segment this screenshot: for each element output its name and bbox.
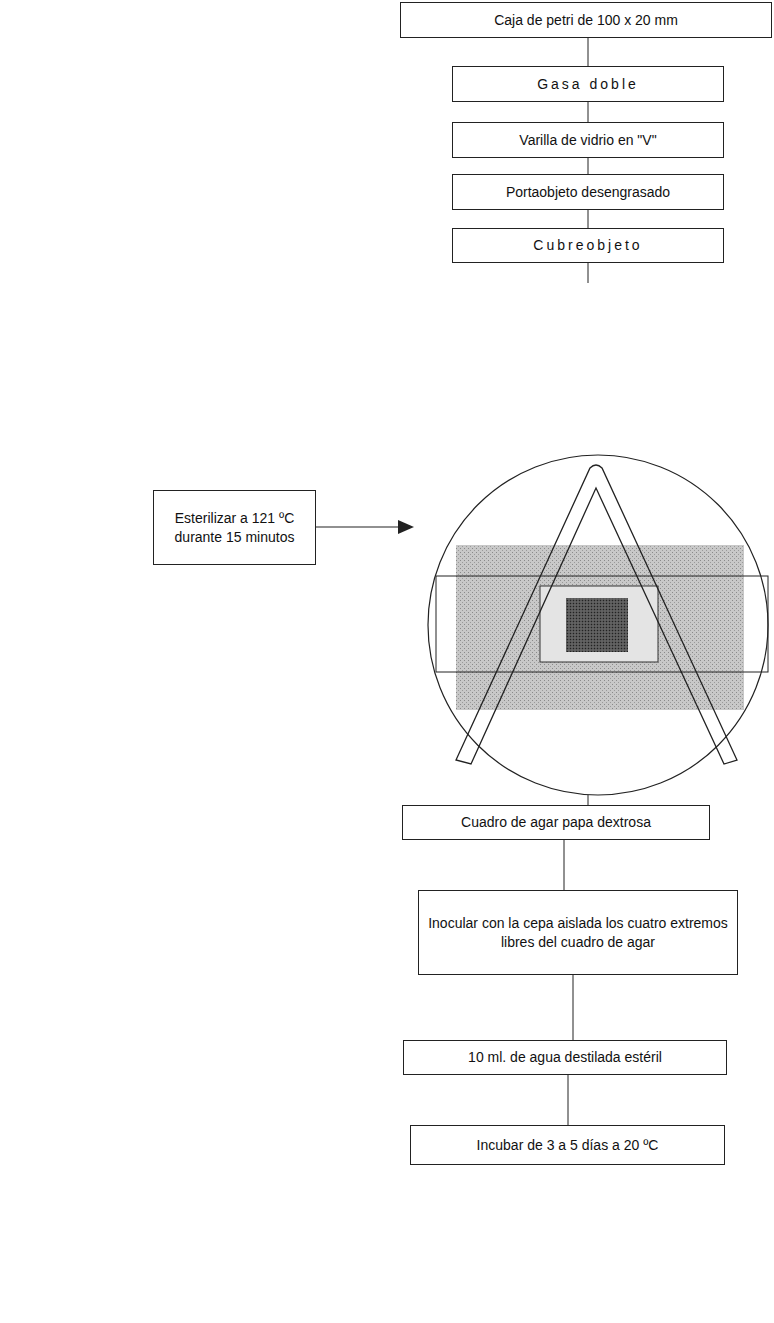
box-label: Caja de petri de 100 x 20 mm [494,11,678,29]
connector-line [588,102,589,122]
process-box: Varilla de vidrio en "V" [452,122,724,158]
process-box: Cuadro de agar papa dextrosa [402,805,710,840]
process-box: Incubar de 3 a 5 días a 20 ºC [410,1125,725,1165]
connector-line [573,975,574,1040]
connector-line [564,840,565,890]
process-box: Portaobjeto desengrasado [452,174,724,210]
connector-line [588,158,589,174]
process-box: Caja de petri de 100 x 20 mm [400,2,772,38]
box-label: Esterilizar a 121 ºC durante 15 minutos [162,509,307,545]
connector-line [588,210,589,228]
process-box: Inocular con la cepa aislada los cuatro … [418,890,738,975]
box-label: Cuadro de agar papa dextrosa [461,813,651,831]
box-label: Cubreobjeto [533,236,642,254]
box-label: Portaobjeto desengrasado [506,183,670,201]
process-box: Gasa doble [452,66,724,102]
box-label: Varilla de vidrio en "V" [519,131,656,149]
box-label: Inocular con la cepa aislada los cuatro … [427,914,729,950]
connector-line [588,38,589,66]
connector-line [568,1075,569,1125]
process-box: Esterilizar a 121 ºC durante 15 minutos [153,490,316,565]
process-box: 10 ml. de agua destilada estéril [403,1040,727,1075]
box-label: Incubar de 3 a 5 días a 20 ºC [477,1136,659,1154]
box-label: Gasa doble [537,75,639,93]
box-label: 10 ml. de agua destilada estéril [468,1048,662,1066]
process-box: Cubreobjeto [452,228,724,263]
